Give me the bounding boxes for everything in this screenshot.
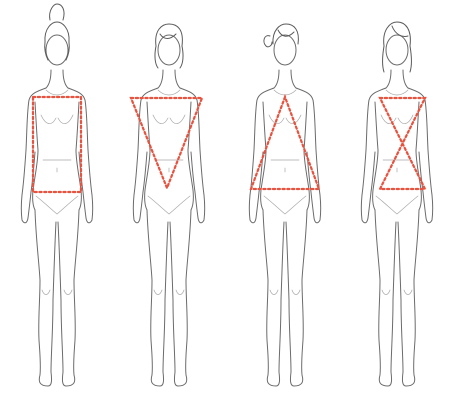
hair-sides [383,46,412,72]
left-arm-outline [133,70,163,223]
hip-line [148,196,190,214]
rectangle-outline [33,97,81,192]
hip-line [376,196,418,214]
left-arm-outline [361,70,391,223]
bust-lines [381,115,413,124]
left-arm-outline [21,70,51,223]
figure-inverted-triangle [112,0,226,399]
right-leg-outline [170,210,191,386]
right-arm-outline [291,70,321,223]
collar-line [386,90,408,95]
torso-right-outline [188,102,193,210]
collar-line [158,90,180,95]
left-leg-outline [35,210,56,386]
knee-lines [382,290,412,295]
right-arm-outline [175,70,205,223]
left-leg-outline [263,210,284,386]
figure-hourglass [340,0,454,399]
hair-bun [50,4,64,20]
bust-lines [269,115,301,124]
bust-lines [41,115,73,124]
right-leg-outline [58,210,79,386]
hip-line [264,196,306,214]
torso-left-outline [145,102,150,210]
left-leg-outline [375,210,396,386]
hair-side-bun [264,36,272,47]
knee-lines [270,290,300,295]
collar-line [46,90,68,95]
hair-sides [45,42,70,60]
right-leg-outline [398,210,419,386]
knee-lines [42,290,72,295]
knee-lines [154,290,184,295]
right-arm-outline [403,70,433,223]
right-leg-outline [286,210,307,386]
inverted-triangle-outline [131,98,202,188]
head-outline [46,35,68,65]
figure-triangle [228,0,342,399]
left-leg-outline [147,210,168,386]
left-arm-outline [249,70,279,223]
bust-lines [153,115,185,124]
head-outline [386,35,408,65]
torso-left-outline [373,102,378,210]
right-arm-outline [63,70,93,223]
torso-right-outline [416,102,421,210]
hourglass-outline [380,98,425,189]
head-outline [158,35,180,65]
head-outline [274,35,296,65]
hip-line [36,196,78,214]
figure-rectangle [0,0,114,399]
hair-crown [45,22,69,42]
